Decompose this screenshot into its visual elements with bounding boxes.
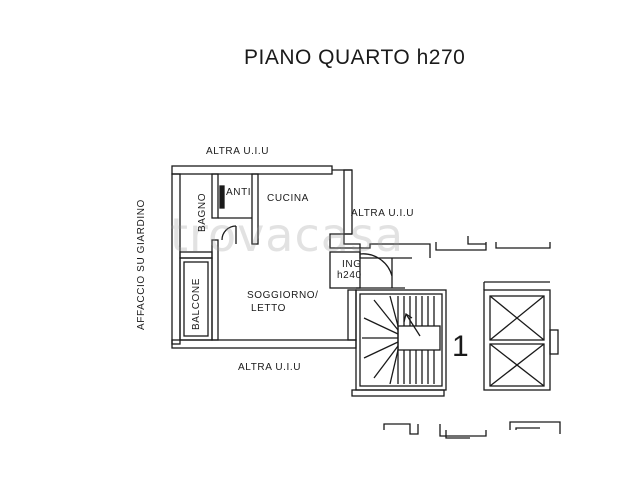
- label-cucina: CUCINA: [267, 193, 309, 204]
- label-bagno: BAGNO: [197, 192, 208, 232]
- label-affaccio: AFFACCIO SU GIARDINO: [136, 199, 147, 330]
- lift-shafts: [483, 281, 559, 391]
- label-letto: LETTO: [251, 303, 287, 314]
- plan-title: PIANO QUARTO h270: [244, 46, 466, 69]
- label-altra-top: ALTRA U.I.U: [206, 146, 270, 157]
- label-soggiorno: SOGGIORNO/: [247, 290, 319, 301]
- wall-bagno: [211, 173, 219, 219]
- label-altra-bottom: ALTRA U.I.U: [238, 362, 302, 373]
- wall-cucina: [251, 173, 259, 245]
- wall-top: [171, 165, 333, 175]
- label-balcone: BALCONE: [191, 278, 202, 330]
- wall-bottom: [171, 339, 357, 349]
- stair-number: 1: [452, 330, 469, 363]
- wall-fragments-bottom: [351, 389, 561, 439]
- label-anti: ANTI: [226, 187, 252, 198]
- stair-block: [355, 289, 447, 391]
- label-ing-height: h240: [337, 270, 362, 281]
- watermark: trovacasa: [170, 208, 405, 262]
- label-altra-right: ALTRA U.I.U: [351, 208, 415, 219]
- ingresso: [329, 251, 361, 289]
- label-ing: ING: [342, 259, 362, 270]
